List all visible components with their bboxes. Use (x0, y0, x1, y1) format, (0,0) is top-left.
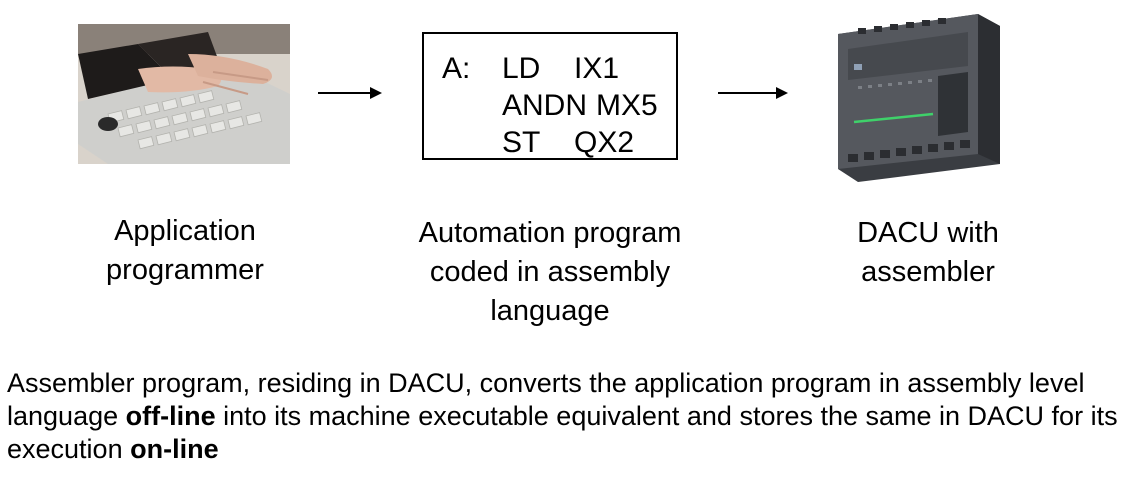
code-arg: QX2 (574, 126, 635, 159)
caption-line: programmer (106, 254, 264, 286)
caption-line: language (490, 295, 610, 327)
code-op: ST (502, 126, 541, 159)
code-arg: IX1 (574, 52, 620, 85)
description-bold-segment: off-line (125, 401, 216, 431)
description-bold-segment: on-line (130, 434, 219, 464)
caption-program: Automation program coded in assembly lan… (380, 214, 720, 331)
description-text: Assembler program, residing in DACU, con… (7, 367, 1125, 466)
code-op: ANDN (502, 89, 588, 122)
caption-line: coded in assembly (429, 256, 671, 288)
caption-programmer: Application programmer (60, 212, 310, 290)
code-arg: MX5 (596, 89, 658, 122)
caption-line: Application (114, 215, 256, 247)
description-segment: into its machine executable equivalent a… (7, 401, 1118, 464)
dacu-device-image (818, 4, 1008, 184)
keyboard-hands-image (78, 24, 290, 164)
arrow-program-to-dacu (718, 87, 788, 99)
caption-line: Automation program (418, 217, 682, 249)
caption-line: DACU with (857, 217, 999, 249)
code-op: LD (502, 52, 541, 85)
caption-dacu: DACU with assembler (808, 214, 1048, 292)
programmer-photo (78, 24, 290, 164)
plc-icon (838, 14, 1000, 182)
arrow-programmer-to-program (318, 87, 382, 99)
code-label: A: (442, 52, 471, 85)
code-box: A: LD IX1 ANDN MX5 ST QX2 (422, 32, 678, 160)
caption-line: assembler (861, 256, 995, 288)
description-segment: Assembler program, residing in DACU, con… (7, 368, 1085, 431)
